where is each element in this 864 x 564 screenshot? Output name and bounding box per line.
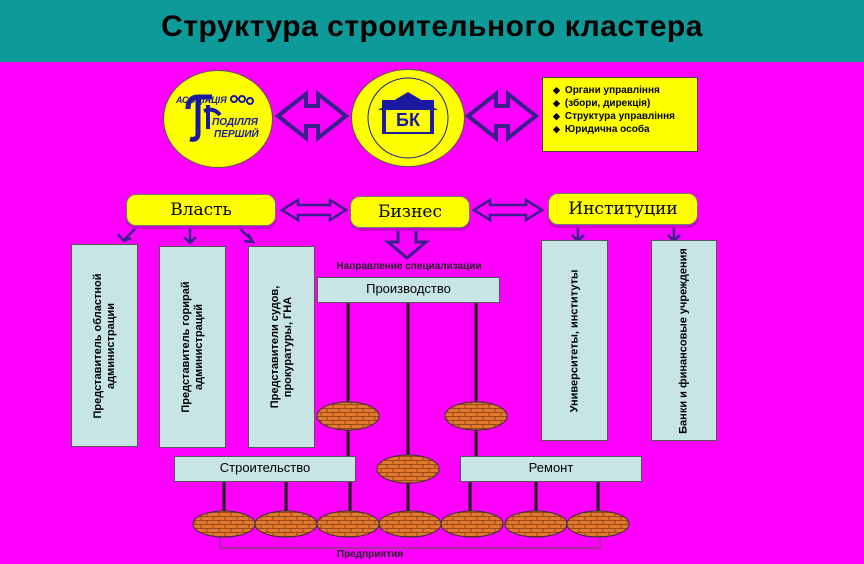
power-arrows (117, 228, 256, 245)
page-title: Структура строительного кластера (161, 10, 703, 43)
power-member-label: Представитель областной администрации (91, 273, 117, 419)
group-business: Бизнес (350, 196, 470, 228)
association-line1: АСОЦІАЦІЯ (176, 95, 227, 105)
group-institutions: Институции (548, 193, 698, 225)
arrow-power-business (279, 197, 349, 223)
institution-member-label: Банки и финансовые учреждения (677, 247, 690, 434)
double-arrow-right (464, 89, 540, 143)
sector-production: Производство (317, 277, 500, 303)
enterprise-brick (566, 510, 630, 538)
enterprise-brick (192, 510, 256, 538)
arrow-business-institutions (471, 197, 545, 223)
org-info-box: Органи управління (збори, дирекція) Стру… (542, 77, 698, 152)
enterprise-brick (378, 510, 442, 538)
org-item: Юридична особа (553, 123, 693, 136)
power-member-box: Представитель областной администрации (71, 244, 138, 447)
enterprise-brick (440, 510, 504, 538)
enterprise-brick (316, 510, 380, 538)
double-arrow-left (274, 89, 350, 143)
institution-member-label: Университеты, институты (568, 269, 580, 412)
enterprise-brick (444, 401, 508, 431)
cluster-logo: БК (351, 69, 465, 167)
sector-repair: Ремонт (460, 456, 642, 482)
institution-arrows (571, 225, 681, 243)
institution-member-box: Банки и финансовые учреждения (651, 240, 717, 441)
org-item-sub: (збори, дирекція) (553, 97, 693, 110)
org-item: Структура управління (553, 110, 693, 123)
institution-member-box: Университеты, институты (541, 240, 608, 441)
enterprise-brick (254, 510, 318, 538)
enterprise-brick (376, 454, 440, 484)
enterprises-label: Предприятия (336, 549, 404, 560)
sector-construction: Строительство (174, 456, 356, 482)
association-line3: ПЕРШИЙ (214, 129, 259, 140)
cluster-emblem-icon (367, 77, 449, 159)
enterprise-brick (504, 510, 568, 538)
power-member-label: Представители судов, прокуратуры, ГНА (268, 285, 294, 409)
association-emblem-icon (185, 94, 254, 142)
cluster-abbr: БК (396, 110, 420, 130)
association-logo: АСОЦІАЦІЯ ПОДІЛЛЯ ПЕРШИЙ (163, 70, 273, 168)
arrow-business-down (383, 227, 431, 260)
enterprises-bracket (219, 538, 601, 549)
power-member-box: Представители судов, прокуратуры, ГНА (248, 246, 315, 448)
power-member-label: Представитель горирай администраций (179, 281, 205, 413)
org-info-list: Органи управління (збори, дирекція) Стру… (543, 78, 697, 136)
org-item: Органи управління (553, 84, 693, 97)
power-member-box: Представитель горирай администраций (159, 246, 226, 448)
enterprise-brick (316, 401, 380, 431)
group-power: Власть (126, 194, 276, 226)
association-line2: ПОДІЛЛЯ (212, 117, 258, 128)
specialization-label: Направление специализации (336, 261, 482, 272)
header-bar (0, 0, 864, 62)
